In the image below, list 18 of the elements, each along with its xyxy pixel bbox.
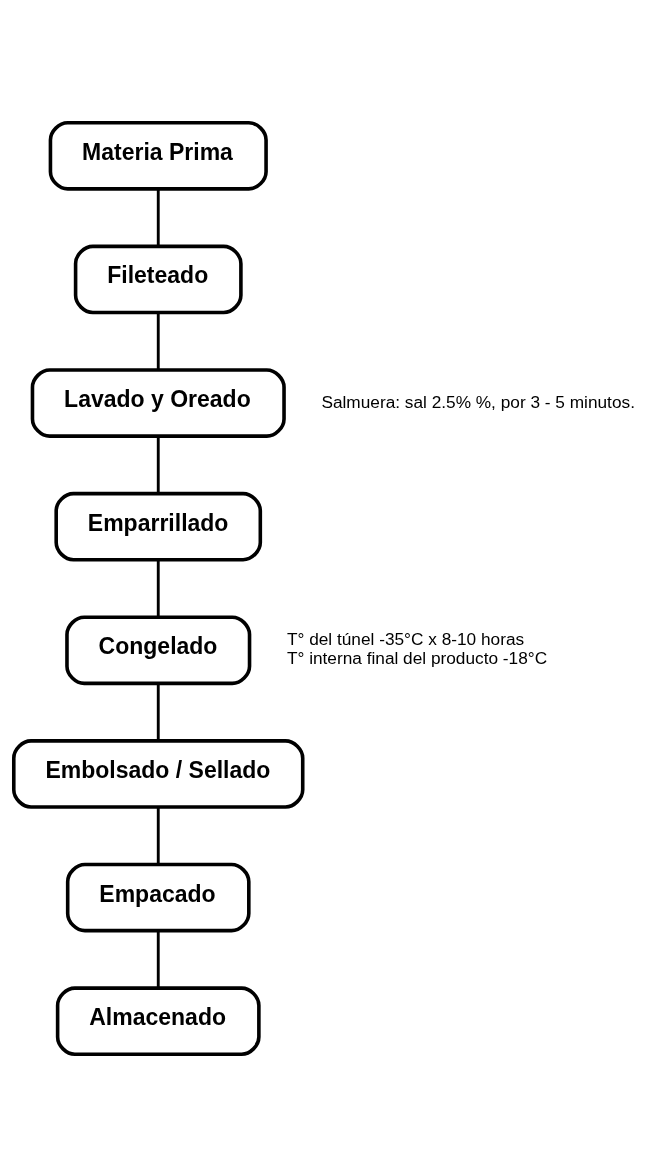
node-box: Materia Prima	[48, 120, 268, 191]
node-box: Empacado	[65, 862, 251, 932]
node-box: Congelado	[65, 614, 252, 685]
node-box: Fileteado	[73, 244, 243, 314]
connector	[156, 188, 160, 246]
node-box: Lavado y Oreado	[30, 367, 286, 438]
node-label: T° del túnel -35°C x 8-10 horas	[286, 628, 525, 649]
connector	[156, 683, 160, 741]
connector	[156, 435, 160, 493]
connector	[156, 930, 160, 988]
connector	[156, 312, 160, 370]
node-box: Almacenado	[55, 985, 261, 1056]
node-label: Salmuera: sal 2.5% %, por 3 - 5 minutos.	[321, 391, 635, 412]
node-box: Embolsado / Sellado	[12, 738, 305, 809]
node-box: Emparrillado	[54, 491, 263, 562]
node-label: T° interna final del producto -18°C	[286, 647, 548, 668]
connector	[156, 806, 160, 864]
connector	[156, 559, 160, 617]
